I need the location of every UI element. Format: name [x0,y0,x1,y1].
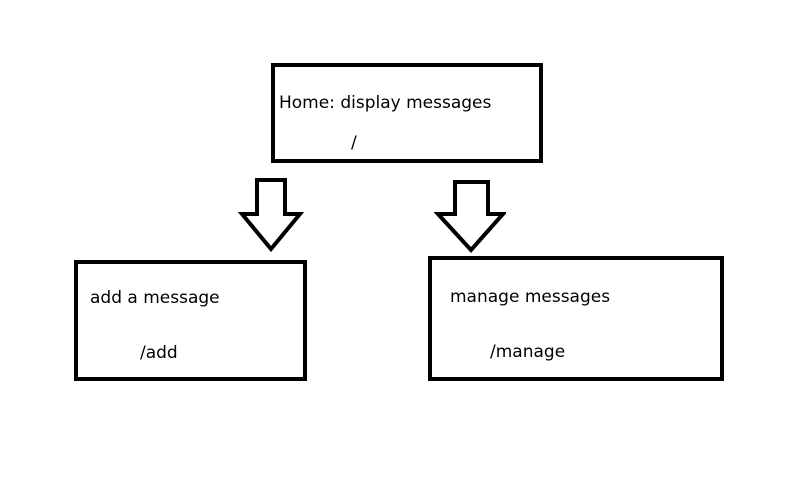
home-node: Home: display messages / [271,63,543,163]
home-node-title: Home: display messages [279,93,492,113]
manage-node-route: /manage [490,342,566,362]
down-arrow-icon [238,178,304,253]
add-node: add a message /add [74,260,307,381]
manage-node-title: manage messages [450,287,611,307]
manage-node: manage messages /manage [428,256,724,381]
home-node-route: / [351,133,357,153]
add-node-title: add a message [90,288,220,308]
add-node-route: /add [140,343,178,363]
down-arrow-icon [434,180,506,253]
